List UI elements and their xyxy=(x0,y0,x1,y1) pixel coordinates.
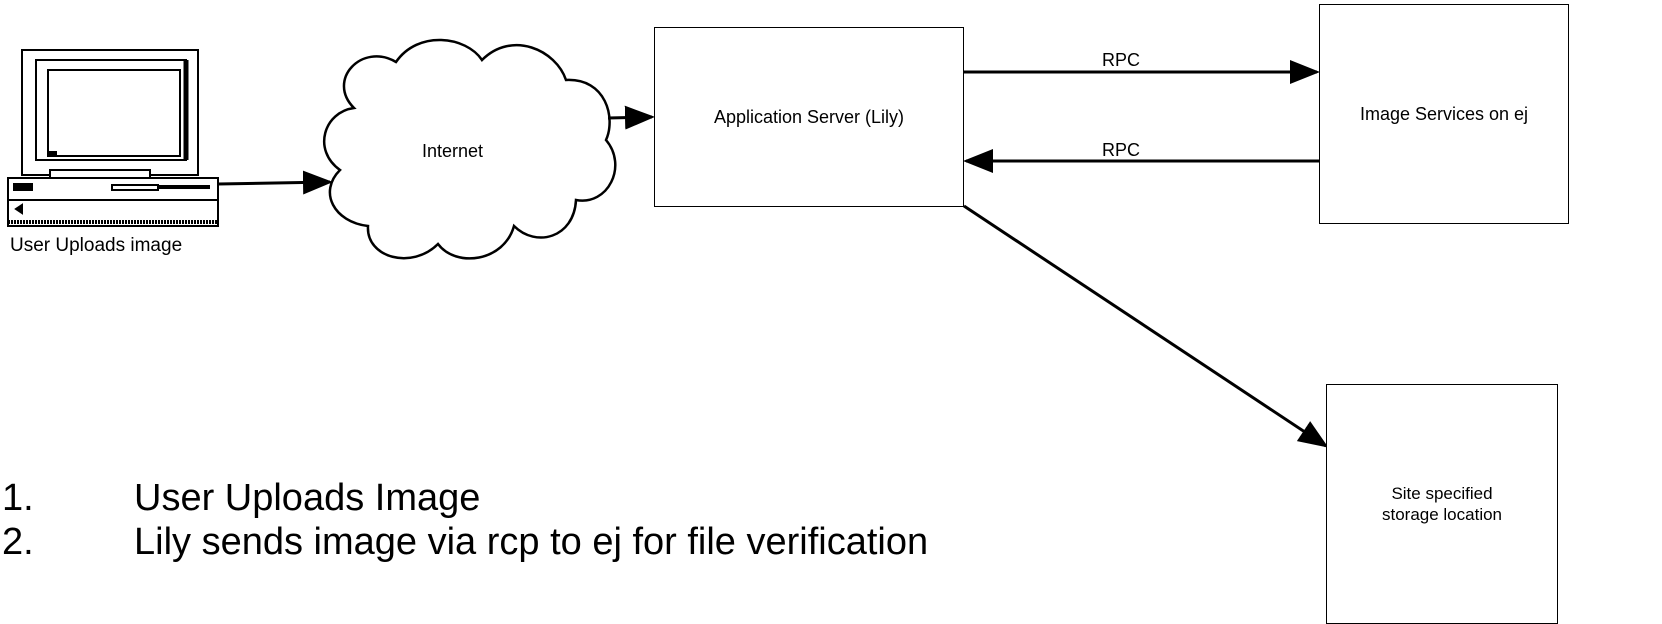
step-number: 1. xyxy=(2,477,34,519)
application-server-box: Application Server (Lily) xyxy=(654,27,964,207)
step-text: User Uploads Image xyxy=(134,477,481,519)
storage-line-2: storage location xyxy=(1381,505,1503,524)
rpc-out-label: RPC xyxy=(1102,50,1141,70)
storage-location-label: Site specified storage location xyxy=(1382,483,1502,526)
desktop-computer-icon xyxy=(7,49,219,227)
connector-app-server-to-storage xyxy=(963,204,1329,448)
connector-internet-to-app-server xyxy=(607,105,655,130)
cloud-icon xyxy=(323,38,617,260)
image-services-label: Image Services on ej xyxy=(1359,103,1529,124)
application-server-label: Application Server (Lily) xyxy=(713,106,905,127)
storage-location-box: Site specified storage location xyxy=(1326,384,1558,624)
storage-line-1: Site specified xyxy=(1391,483,1493,503)
rpc-in-label: RPC xyxy=(1102,140,1141,160)
step-text: Lily sends image via rcp to ej for file … xyxy=(134,521,929,563)
image-services-box: Image Services on ej xyxy=(1319,4,1569,224)
computer-label: User Uploads image xyxy=(10,235,183,256)
internet-label: Internet xyxy=(422,141,484,161)
step-number: 2. xyxy=(2,521,34,563)
connector-computer-to-internet xyxy=(217,170,333,195)
